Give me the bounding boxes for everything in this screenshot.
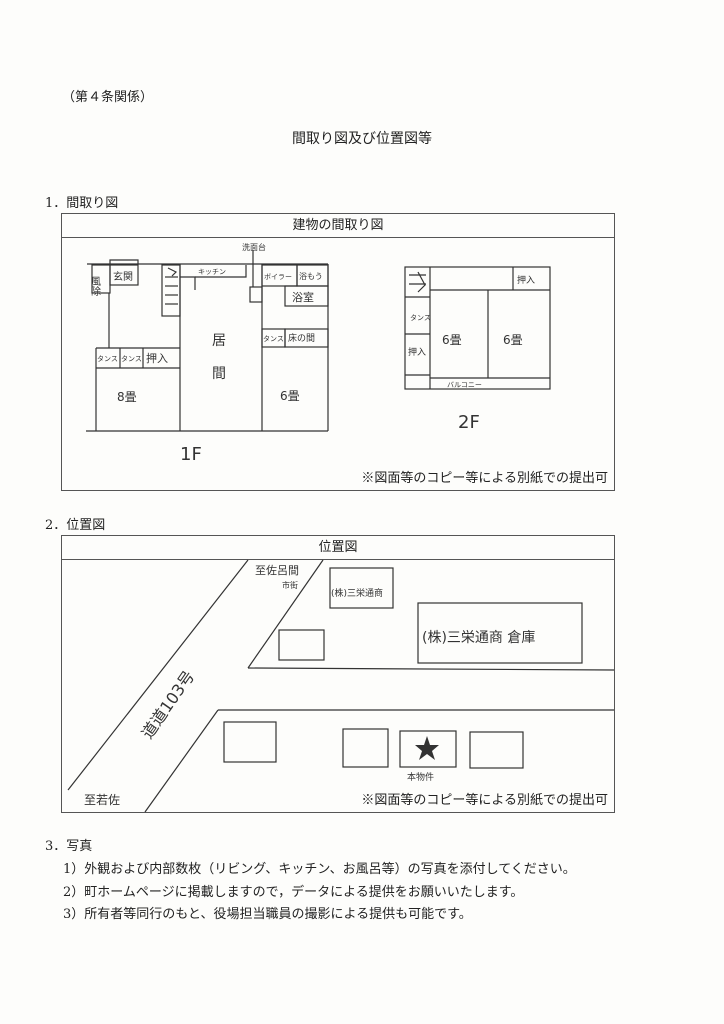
photo-instruction-2: 2）町ホームページに掲載しますので，データによる提供をお願いいたします。 [63,885,524,900]
location-map-box-title: 位置図 [62,536,614,560]
company-building [329,567,394,609]
label-warehouse: (株)三栄通商 倉庫 [422,629,535,646]
floor-2-plan [404,266,551,390]
label-property: 本物件 [407,771,434,783]
location-map-note: ※図面等のコピー等による別紙での提出可 [361,793,608,808]
location-map-labels: 至佐呂間 市街 (株)三栄通商 (株)三栄通商 倉庫 道道103号 至若佐 本物… [84,563,535,807]
location-map [67,559,615,813]
photo-instruction-1: 1）外観および内部数枚（リビング、キッチン、お風呂等）の写真を添付してください。 [63,862,576,877]
warehouse-building [417,602,583,664]
floor-plan-box: 建物の間取り図 ※図面等のコピー等による別紙での提出可 [61,213,615,491]
photo-instruction-3: 3）所有者等同行のもと、役場担当職員の撮影による提供も可能です。 [63,907,472,922]
floor-1-plan [86,250,329,432]
label-tansu-left-2: タンス [121,354,142,363]
label-floor-1: 1F [180,444,202,465]
label-closet: 押入 [146,351,168,365]
label-entrance: 玄関 [113,270,133,283]
label-tokonoma: 床の間 [288,332,315,344]
label-tansu-left-1: タンス [97,354,118,363]
label-windbreak: 風除 [89,276,101,296]
label-room-8: 8畳 [117,390,137,404]
label-washbasin: 洗面台 [242,242,266,252]
label-living-1: 居 [212,333,226,349]
floor-2-labels: タンス 押入 押入 6畳 6畳 バルコニー 2F [408,274,535,433]
label-kitchen: キッチン [198,268,226,276]
label-to-wakasa: 至若佐 [84,793,120,807]
label-company: (株)三栄通商 [331,587,383,599]
label-tansu-right: タンス [263,334,284,343]
floor-1-labels: 風除 玄関 キッチン 洗面台 ボイラー 浴もう 浴室 居 間 タンス 床の間 タ… [89,242,323,465]
label-2f-room-a: 6畳 [442,333,462,347]
label-room-6: 6畳 [280,389,300,403]
floor-plan-note: ※図面等のコピー等による別紙での提出可 [361,471,608,486]
location-map-box: 位置図 ※図面等のコピー等による別紙での提出可 [61,535,615,813]
label-living-2: 間 [212,366,226,382]
property-building [399,730,457,768]
star-icon [415,736,439,760]
label-bath-tub: 浴もう [299,271,323,281]
label-road: 道道103号 [138,667,199,742]
page-title: 間取り図及び位置図等 [292,131,432,147]
label-2f-balcony: バルコニー [447,381,482,389]
label-2f-closet-left: 押入 [408,346,426,358]
floor-plan-box-title: 建物の間取り図 [62,214,614,238]
label-2f-room-b: 6畳 [503,333,523,347]
section2-heading: 2．位置図 [45,518,106,533]
label-boiler: ボイラー [264,273,292,281]
label-bathroom: 浴室 [292,290,314,304]
label-floor-2: 2F [458,412,480,433]
label-to-saroma-sub: 市街 [282,580,298,590]
section1-heading: 1．間取り図 [45,196,119,211]
label-to-saroma: 至佐呂間 [255,563,299,577]
section3-heading: 3．写真 [45,839,93,854]
label-2f-closet-top: 押入 [517,274,535,286]
label-2f-tansu: タンス [410,313,431,322]
article-reference: （第４条関係） [62,90,154,105]
